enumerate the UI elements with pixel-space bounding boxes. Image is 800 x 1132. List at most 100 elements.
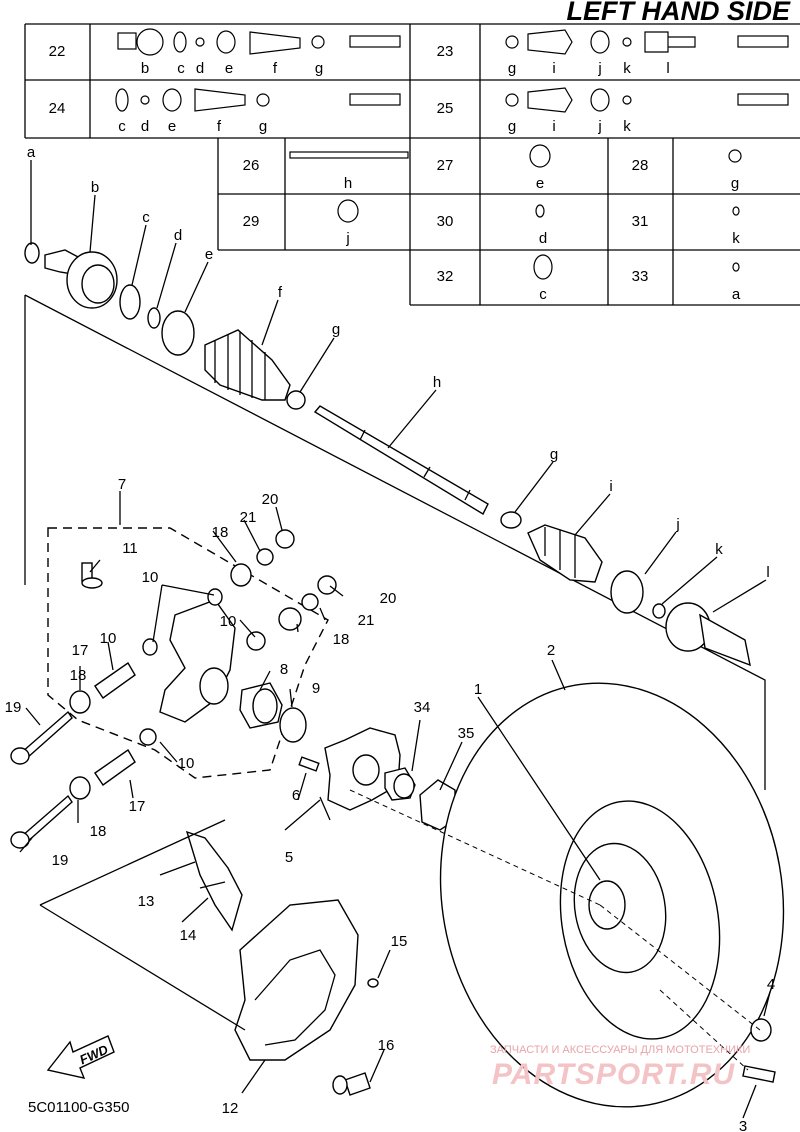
svg-text:j: j: [597, 118, 601, 135]
fwd-arrow-icon: FWD: [46, 1035, 115, 1079]
svg-text:29: 29: [243, 213, 260, 230]
svg-text:g: g: [731, 175, 739, 192]
table-row-28: 28 g: [632, 149, 742, 192]
svg-text:10: 10: [220, 613, 237, 630]
svg-text:10: 10: [178, 755, 195, 772]
svg-text:f: f: [273, 60, 278, 77]
svg-text:g: g: [332, 321, 340, 338]
svg-text:21: 21: [240, 509, 257, 526]
svg-text:i: i: [552, 118, 555, 135]
table-row-33: 33 a: [632, 262, 741, 303]
part-h-shaft: [313, 405, 489, 515]
svg-text:k: k: [715, 541, 723, 558]
table-row-26: 26 h: [243, 151, 409, 192]
svg-text:8: 8: [280, 661, 288, 678]
part-a-circlip: [24, 242, 40, 264]
part-b-cv-joint: [44, 249, 118, 309]
watermark-caption: ЗАПЧАСТИ И АКСЕССУАРЫ ДЛЯ МОТОТЕХНИКИ: [490, 1044, 750, 1056]
svg-text:18: 18: [90, 823, 107, 840]
svg-text:27: 27: [437, 157, 454, 174]
leader-lines: [19, 160, 771, 1119]
svg-text:13: 13: [138, 893, 155, 910]
part-i-boot: [527, 524, 603, 583]
table-row-24: 24 c d e f g: [49, 88, 401, 135]
svg-text:26: 26: [243, 157, 260, 174]
svg-text:l: l: [666, 60, 669, 77]
svg-text:24: 24: [49, 100, 66, 117]
watermark-logo: PARTSPORT.RU: [492, 1058, 735, 1091]
callout-numbers: 1 2 3 4 5 6 7 8 9 10 10 10 10 11 12 13 1…: [5, 476, 776, 1132]
svg-text:4: 4: [767, 976, 775, 993]
part-9-circlip: [279, 707, 307, 743]
part-e-band: [161, 310, 195, 356]
svg-text:18: 18: [333, 631, 350, 648]
svg-text:19: 19: [52, 852, 69, 869]
svg-text:17: 17: [72, 642, 89, 659]
part-19-bolt-upper: [10, 710, 73, 765]
svg-text:20: 20: [380, 590, 397, 607]
svg-text:21: 21: [358, 612, 375, 629]
svg-text:30: 30: [437, 213, 454, 230]
part-f-boot: [204, 329, 291, 401]
svg-text:b: b: [91, 179, 99, 196]
svg-text:d: d: [539, 230, 547, 247]
table-row-29: 29 j: [243, 199, 359, 247]
svg-text:6: 6: [292, 787, 300, 804]
svg-text:e: e: [168, 118, 176, 135]
table-row-31: 31 k: [632, 206, 740, 247]
part-11-grease-nipple: [81, 562, 103, 589]
svg-text:i: i: [609, 478, 612, 495]
part-18-seal-b: [278, 607, 302, 631]
part-18-seal-a: [230, 563, 252, 587]
svg-text:d: d: [196, 60, 204, 77]
svg-text:c: c: [177, 60, 185, 77]
part-16-bolt: [332, 1072, 371, 1096]
part-10-bush-a: [207, 588, 223, 606]
part-21-washer-a: [256, 548, 274, 566]
svg-text:12: 12: [222, 1100, 239, 1117]
svg-text:7: 7: [118, 476, 126, 493]
svg-text:20: 20: [262, 491, 279, 508]
svg-text:15: 15: [391, 933, 408, 950]
svg-text:g: g: [508, 118, 516, 135]
part-6-stud: [298, 756, 320, 772]
svg-text:25: 25: [437, 100, 454, 117]
part-17-collar-lower: [94, 748, 136, 786]
table-row-27: 27 e: [437, 144, 551, 192]
svg-text:2: 2: [547, 642, 555, 659]
part-20-nut-b: [317, 575, 337, 595]
reference-table: 22 b c d e f g 23: [24, 23, 800, 306]
part-j-band: [610, 570, 644, 614]
svg-text:h: h: [344, 175, 352, 192]
svg-text:3: 3: [739, 1118, 747, 1132]
svg-text:16: 16: [378, 1037, 395, 1054]
svg-text:11: 11: [122, 540, 138, 557]
table-row-32: 32 c: [437, 254, 553, 303]
table-row-23: 23 g i j k l: [437, 29, 789, 77]
svg-text:1: 1: [474, 681, 482, 698]
svg-text:l: l: [766, 564, 769, 581]
svg-text:a: a: [27, 144, 36, 161]
part-14-pin: [199, 881, 226, 889]
svg-text:14: 14: [180, 927, 197, 944]
part-13-protector: [185, 830, 243, 932]
svg-text:10: 10: [142, 569, 159, 586]
svg-text:g: g: [550, 446, 558, 463]
row-25-part-icons: [505, 87, 789, 113]
svg-text:9: 9: [312, 680, 320, 697]
part-1-wheel-rim: [559, 800, 721, 1040]
part-10-bush-b: [142, 638, 158, 656]
part-d-circlip: [147, 307, 161, 329]
part-c-circlip: [119, 284, 141, 320]
svg-text:18: 18: [70, 667, 87, 684]
svg-text:k: k: [623, 118, 631, 135]
part-5-hub: [324, 727, 401, 811]
part-l-cv-joint: [665, 602, 751, 667]
part-20-nut-a: [275, 529, 295, 549]
svg-text:17: 17: [129, 798, 146, 815]
svg-text:34: 34: [414, 699, 431, 716]
svg-text:k: k: [732, 230, 740, 247]
svg-text:35: 35: [458, 725, 475, 742]
part-k-circlip: [652, 603, 666, 619]
